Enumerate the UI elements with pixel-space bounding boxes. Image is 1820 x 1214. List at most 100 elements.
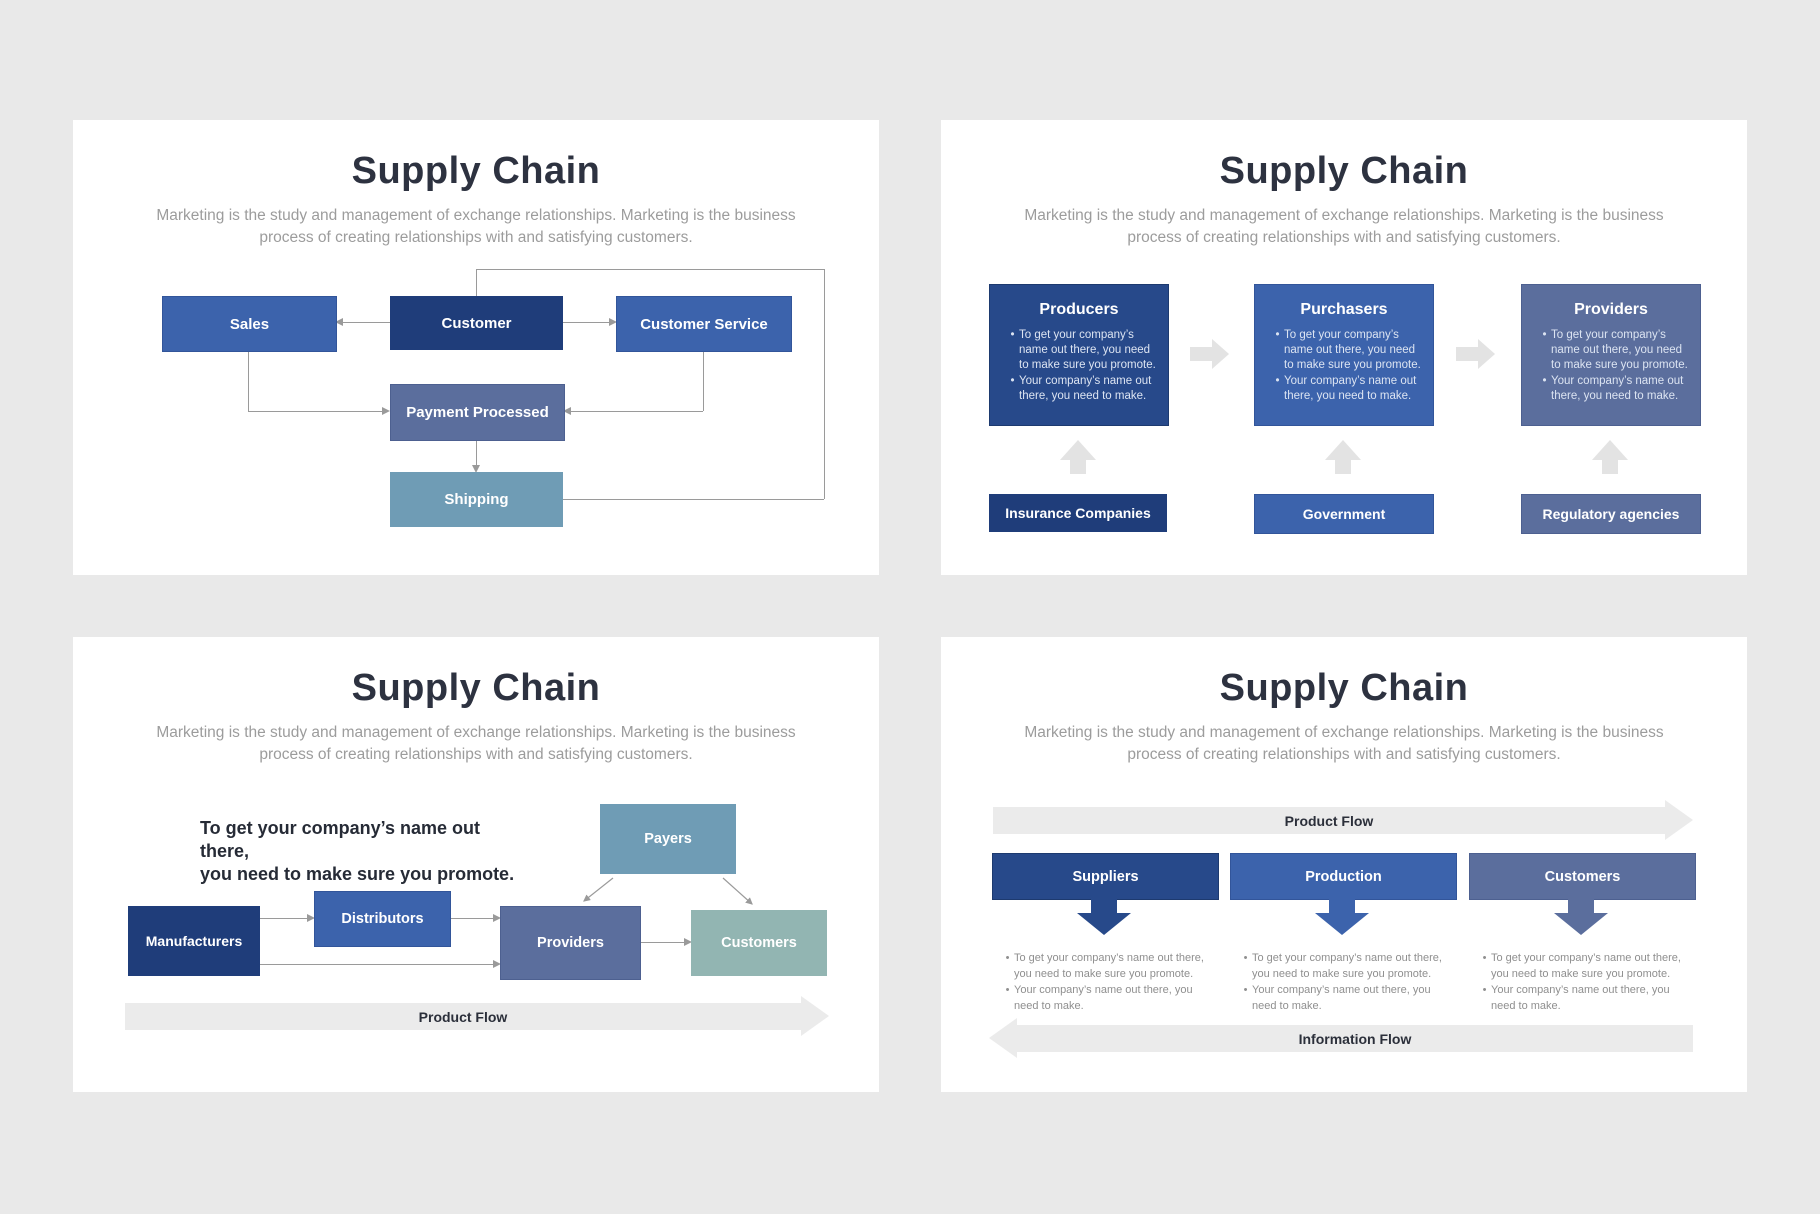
subtitle-line-1: Marketing is the study and management of… [1024, 724, 1664, 741]
bullet-item: • Your company’s name out there, you need… [1239, 983, 1451, 1015]
customers-label: Customers [721, 935, 797, 951]
bullet-text: To get your company’s name out there, yo… [1284, 329, 1421, 372]
bullet-dot: • [1243, 952, 1248, 964]
distributors-box: Distributors [314, 891, 451, 947]
bullet-dot: • [1005, 952, 1010, 964]
arrowhead-into-payment-right [563, 407, 571, 415]
customer-service-line [563, 322, 609, 323]
promo-note: To get your company’s name out there, yo… [200, 817, 530, 886]
arrowhead-into-shipping [472, 465, 480, 473]
bullet-item: • To get your company’s name out there, y… [1239, 951, 1451, 983]
bullet-item: • To get your company’s name out there, y… [1001, 951, 1213, 983]
distributors-providers-line [449, 918, 493, 919]
product-flow-arrowhead [1665, 800, 1693, 840]
purchasers-box: Purchasers • To get your company’s name o… [1254, 284, 1434, 426]
payment-processed-label: Payment Processed [406, 404, 549, 421]
production-box: Production [1230, 853, 1457, 900]
arrowhead-into-customers [684, 938, 692, 946]
slide-subtitle: Marketing is the study and management of… [941, 205, 1747, 249]
payers-box: Payers [600, 804, 736, 874]
service-down-line [703, 350, 704, 411]
arrowhead-into-sales [335, 318, 343, 326]
information-flow-arrowhead [989, 1018, 1017, 1058]
bullet-text: To get your company’s name out there, yo… [1491, 952, 1681, 980]
sales-down-line [248, 350, 249, 411]
bullet-dot: • [1482, 983, 1487, 996]
product-flow-label: Product Flow [418, 1008, 508, 1025]
bullet-text: Your company’s name out there, you need … [1491, 983, 1670, 1012]
customer-box: Customer [390, 296, 563, 350]
loop-into-customer-line [476, 269, 477, 296]
customer-label: Customer [441, 314, 512, 332]
slide-subtitle: Marketing is the study and management of… [941, 722, 1747, 766]
bullet-dot: • [1542, 374, 1547, 387]
subtitle-line-2: process of creating relationships with a… [1127, 229, 1561, 246]
bullet-text: To get your company’s name out there, yo… [1014, 952, 1204, 980]
bullet-item: • To get your company’s name out there, y… [1271, 328, 1421, 374]
information-flow-label: Information Flow [1298, 1030, 1412, 1047]
information-flow-bar [1017, 1025, 1693, 1052]
up-arrow-icon [1325, 440, 1361, 474]
payment-processed-box: Payment Processed [390, 384, 565, 441]
page-title: Supply Chain [1219, 667, 1469, 709]
distributors-label: Distributors [341, 911, 424, 927]
purchasers-title: Purchasers [1300, 301, 1388, 318]
bullet-item: •To get your company’s name out there, y… [1538, 328, 1688, 374]
arrowhead-into-providers-bottom [493, 960, 501, 968]
bullet-text: To get your company’s name out there, yo… [1019, 329, 1156, 372]
providers-bullets: • To get your company’s name out there, y… [1522, 328, 1700, 404]
bullet-item: •To get your company’s name out there, y… [1006, 328, 1156, 374]
product-flow-bar [125, 1003, 801, 1030]
subtitle-line-2: process of creating relationships with a… [259, 229, 693, 246]
slide-distribution-flow: Supply Chain Marketing is the study and … [73, 637, 879, 1092]
bullet-text: Your company’s name out there, you need … [1019, 374, 1152, 402]
bullet-item: • Your company’s name out there, you need… [1001, 983, 1213, 1015]
producers-title: Producers [1039, 301, 1119, 318]
shipping-label: Shipping [444, 491, 509, 508]
customers-label: Customers [1544, 868, 1621, 885]
sales-label: Sales [229, 315, 270, 333]
bullet-text: Your company’s name out there, you need … [1551, 374, 1684, 402]
insurance-companies-box: Insurance Companies [989, 494, 1167, 532]
manufacturers-distributors-line [260, 918, 307, 919]
loop-top-line [476, 269, 824, 270]
producers-bullets: •To get your company’s name out there, y… [990, 328, 1168, 404]
bullet-dot: • [1275, 374, 1280, 387]
customers-box: Customers [1469, 853, 1696, 900]
manufacturers-label: Manufacturers [145, 933, 243, 949]
bullet-dot: • [1243, 983, 1248, 996]
purchasers-bullets: • To get your company’s name out there, y… [1255, 328, 1433, 404]
arrowhead-into-providers-top [493, 914, 501, 922]
bullet-dot: • [1005, 983, 1010, 996]
promo-note-line-1: To get your company’s name out there, [200, 818, 481, 862]
production-bullets: • To get your company’s name out there, y… [1239, 951, 1451, 1015]
bullet-dot: • [1275, 329, 1280, 341]
bullet-text: Your company’s name out there, you need … [1014, 983, 1193, 1012]
bullet-item: • Your company’s name out there, you need… [1478, 983, 1690, 1015]
suppliers-label: Suppliers [1072, 868, 1139, 885]
bullet-text: Your company’s name out there, you need … [1284, 374, 1417, 402]
sales-box: Sales [162, 296, 337, 352]
bullet-text: To get your company’s name out there, yo… [1551, 329, 1688, 372]
customer-service-box: Customer Service [616, 296, 792, 352]
page-title: Supply Chain [351, 150, 601, 192]
arrowhead-into-customer-service [609, 318, 617, 326]
product-flow-bar [993, 807, 1665, 834]
insurance-companies-label: Insurance Companies [1005, 505, 1151, 521]
bullet-item: • Your company’s name out there, you need… [1538, 374, 1688, 404]
down-arrow-icon [1315, 898, 1369, 935]
product-flow-arrowhead [801, 996, 829, 1036]
bullet-dot: • [1482, 952, 1487, 964]
regulatory-agencies-box: Regulatory agencies [1521, 494, 1701, 534]
loop-right-line [824, 269, 825, 499]
bullet-text: To get your company’s name out there, yo… [1252, 952, 1442, 980]
subtitle-line-2: process of creating relationships with a… [1127, 746, 1561, 763]
customer-sales-line [342, 322, 390, 323]
shipping-box: Shipping [390, 472, 563, 527]
providers-label: Providers [537, 935, 604, 951]
subtitle-line-1: Marketing is the study and management of… [156, 207, 796, 224]
bullet-text: Your company’s name out there, you need … [1252, 983, 1431, 1012]
producers-box: Producers •To get your company’s name ou… [989, 284, 1169, 426]
service-payment-line [570, 411, 703, 412]
arrowhead-into-distributors [307, 914, 315, 922]
